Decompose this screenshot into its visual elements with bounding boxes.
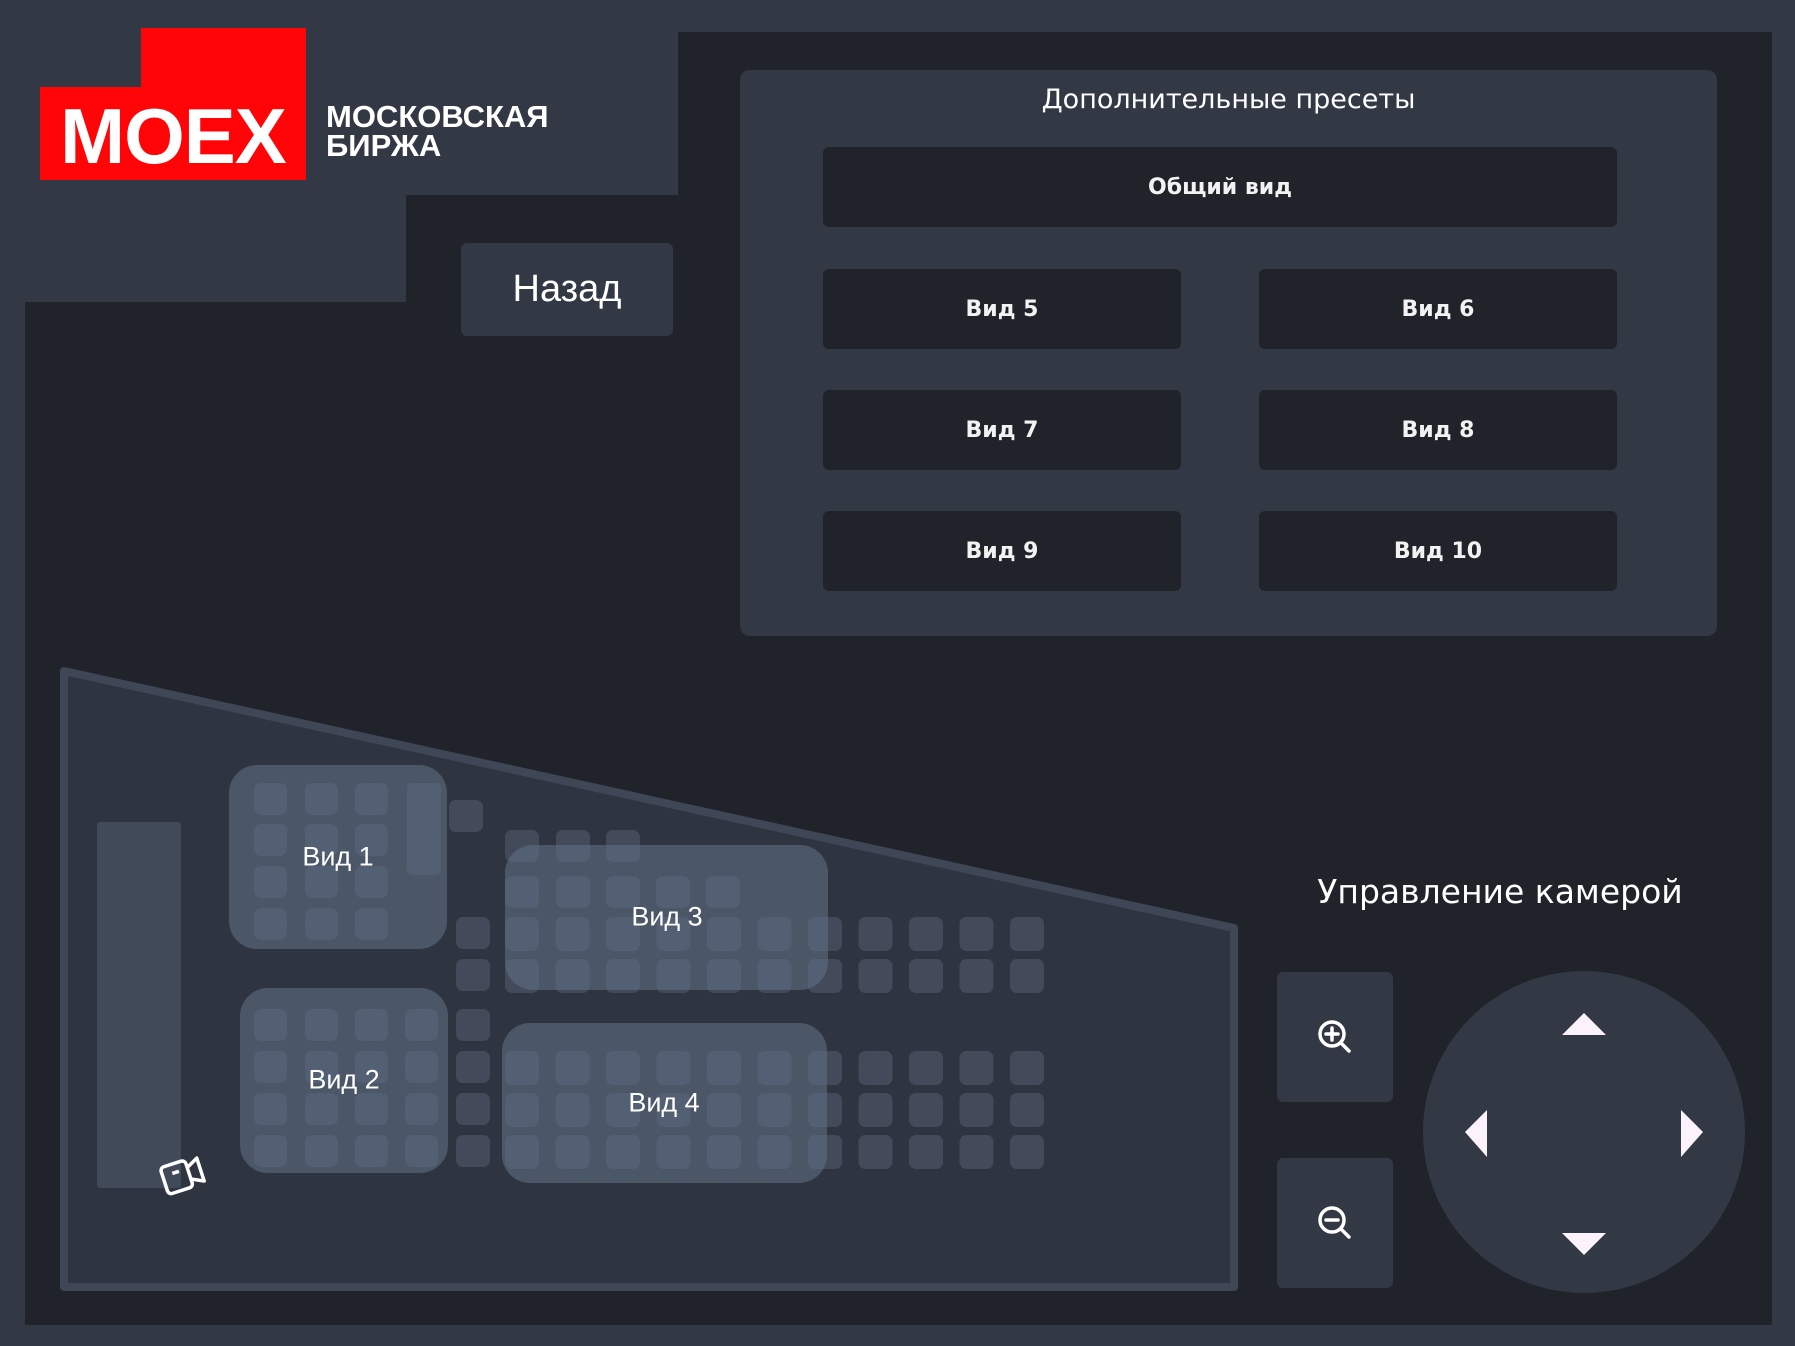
presets-title: Дополнительные пресеты: [1041, 84, 1416, 115]
seat: [858, 1051, 893, 1085]
seat: [1010, 1135, 1044, 1169]
video-camera-icon[interactable]: [159, 1156, 206, 1196]
zone-view-3: [505, 845, 828, 990]
preset-label: Вид 8: [1401, 417, 1475, 443]
zoom-in-button[interactable]: [1277, 972, 1393, 1102]
logo-mark: MOEX: [60, 91, 287, 180]
zoom-out-button[interactable]: [1277, 1158, 1393, 1288]
seat: [959, 1093, 994, 1127]
seat: [1010, 1051, 1044, 1085]
preset-view-6-button[interactable]: Вид 6: [1259, 269, 1617, 349]
seat: [909, 959, 943, 993]
seat: [456, 917, 490, 949]
seat: [456, 1009, 490, 1041]
seat: [858, 959, 893, 993]
logo-text: МОСКОВСКАЯ БИРЖА: [326, 99, 549, 163]
preset-view-5-button[interactable]: Вид 5: [823, 269, 1181, 349]
preset-label: Вид 7: [965, 417, 1039, 443]
zone-view-4: [502, 1023, 827, 1183]
seat: [909, 917, 943, 951]
seat: [858, 917, 893, 951]
seat: [909, 1135, 943, 1169]
logo-red-top: [141, 28, 306, 88]
preset-view-7-button[interactable]: Вид 7: [823, 390, 1181, 470]
zone-view-1: [229, 765, 447, 949]
seat: [909, 1093, 943, 1127]
preset-view-9-button[interactable]: Вид 9: [823, 511, 1181, 591]
seat: [858, 1135, 893, 1169]
pan-control: [1423, 971, 1745, 1293]
camera-control-title: Управление камерой: [1317, 872, 1683, 911]
back-button[interactable]: Назад: [461, 243, 673, 336]
zoom-in-icon: [1318, 1020, 1351, 1053]
stage-area: [97, 822, 181, 1188]
seat: [909, 1051, 943, 1085]
arrow-up-icon[interactable]: [1562, 1013, 1606, 1035]
seat: [1010, 1093, 1044, 1127]
arrow-down-icon[interactable]: [1562, 1233, 1606, 1255]
seat: [456, 1051, 490, 1083]
seat: [456, 1135, 490, 1167]
preset-view-8-button[interactable]: Вид 8: [1259, 390, 1617, 470]
preset-label: Вид 10: [1393, 538, 1483, 564]
seat: [456, 959, 490, 991]
seat: [1010, 959, 1044, 993]
presets-panel: Дополнительные пресеты Общий вид Вид 5 В…: [740, 70, 1717, 636]
zone-view-2: [240, 988, 448, 1173]
preset-view-10-button[interactable]: Вид 10: [1259, 511, 1617, 591]
preset-overview-button[interactable]: Общий вид: [823, 147, 1617, 227]
logo-red-box: MOEX: [40, 87, 306, 180]
logo-line-1: МОСКОВСКАЯ: [326, 99, 549, 134]
zoom-out-icon: [1318, 1206, 1351, 1239]
preset-label: Вид 5: [965, 296, 1039, 322]
arrow-left-icon[interactable]: [1465, 1110, 1487, 1157]
preset-label: Вид 9: [965, 538, 1039, 564]
logo-line-2: БИРЖА: [326, 128, 442, 163]
seat: [959, 917, 994, 951]
seat: [456, 1093, 490, 1125]
seat: [858, 1093, 893, 1127]
seat: [959, 1051, 994, 1085]
seat: [1010, 917, 1044, 951]
seat: [959, 1135, 994, 1169]
moex-logo: MOEX МОСКОВСКАЯ БИРЖА: [40, 28, 640, 188]
back-button-label: Назад: [512, 268, 622, 310]
seat: [449, 800, 483, 832]
preset-label: Вид 6: [1401, 296, 1475, 322]
arrow-right-icon[interactable]: [1681, 1110, 1703, 1157]
seat: [959, 959, 994, 993]
preset-overview-label: Общий вид: [1148, 174, 1292, 200]
